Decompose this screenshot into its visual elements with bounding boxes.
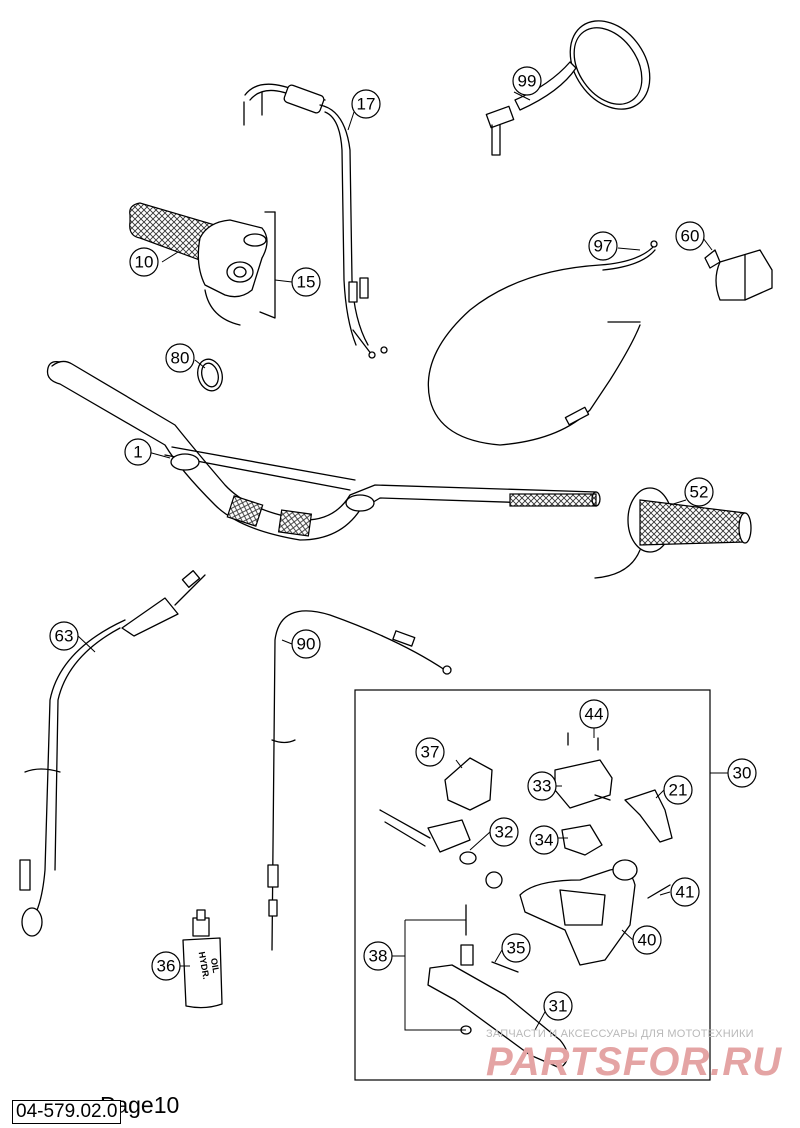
kill-switch (704, 249, 773, 301)
svg-text:36: 36 (157, 957, 176, 976)
handlebar (46, 360, 601, 541)
callout-80: 80 (165, 343, 195, 373)
svg-text:10: 10 (135, 253, 154, 272)
callout-97: 97 (588, 231, 618, 261)
clamp (197, 358, 223, 392)
assembly-frame (354, 689, 711, 1081)
callout-41: 41 (670, 877, 700, 907)
svg-text:32: 32 (495, 823, 514, 842)
callout-33: 33 (527, 771, 557, 801)
svg-text:90: 90 (297, 635, 316, 654)
callout-34: 34 (529, 825, 559, 855)
svg-text:38: 38 (369, 947, 388, 966)
callout-31: 31 (543, 991, 573, 1021)
mirror (485, 20, 651, 156)
watermark-logo: PARTSFOR.RU (486, 1040, 783, 1084)
oil-bottle (182, 909, 223, 1009)
svg-text:34: 34 (535, 831, 554, 850)
callout-17: 17 (351, 89, 381, 119)
callout-36: 36 (151, 951, 181, 981)
svg-text:97: 97 (594, 237, 613, 256)
clutch-cable (267, 610, 452, 951)
svg-text:44: 44 (585, 705, 604, 724)
svg-text:33: 33 (533, 777, 552, 796)
throttle-cables (243, 83, 388, 359)
svg-text:80: 80 (171, 349, 190, 368)
svg-text:31: 31 (549, 997, 568, 1016)
svg-text:63: 63 (55, 627, 74, 646)
callout-90: 90 (291, 629, 321, 659)
svg-text:60: 60 (681, 227, 700, 246)
callout-21: 21 (663, 775, 693, 805)
callout-99: 99 (512, 66, 542, 96)
svg-text:1: 1 (133, 443, 142, 462)
svg-text:41: 41 (676, 883, 695, 902)
document-number: 04-579.02.0 (12, 1100, 122, 1124)
callout-32: 32 (489, 817, 519, 847)
svg-text:21: 21 (669, 781, 688, 800)
svg-text:99: 99 (518, 72, 537, 91)
callout-15: 15 (291, 267, 321, 297)
svg-text:37: 37 (421, 743, 440, 762)
left-grip (594, 487, 752, 579)
svg-text:30: 30 (733, 764, 752, 783)
speedometer-cable (19, 570, 206, 937)
throttle-grip (129, 202, 276, 326)
watermark-tagline: ЗАПЧАСТИ И АКСЕССУАРЫ ДЛЯ МОТОТЕХНИКИ (486, 1028, 754, 1040)
callout-40: 40 (632, 925, 662, 955)
leader-lines (77, 91, 728, 1031)
callout-52: 52 (684, 477, 714, 507)
clutch-master-cylinder (379, 732, 673, 1069)
oil-bottle-label-1: HYDR. (197, 951, 212, 980)
callout-1: 1 (124, 438, 152, 466)
callout-35: 35 (501, 933, 531, 963)
callout-63: 63 (49, 621, 79, 651)
callout-38: 38 (363, 941, 393, 971)
callout-60: 60 (675, 221, 705, 251)
svg-text:40: 40 (638, 931, 657, 950)
oil-bottle-label-2: OIL (209, 957, 222, 974)
callout-44: 44 (579, 699, 609, 729)
callout-30: 30 (727, 758, 757, 788)
callout-37: 37 (415, 737, 445, 767)
svg-text:52: 52 (690, 483, 709, 502)
svg-text:15: 15 (297, 273, 316, 292)
callout-10: 10 (129, 247, 159, 277)
hot-start-cable (427, 240, 658, 446)
svg-text:35: 35 (507, 939, 526, 958)
svg-text:17: 17 (357, 95, 376, 114)
